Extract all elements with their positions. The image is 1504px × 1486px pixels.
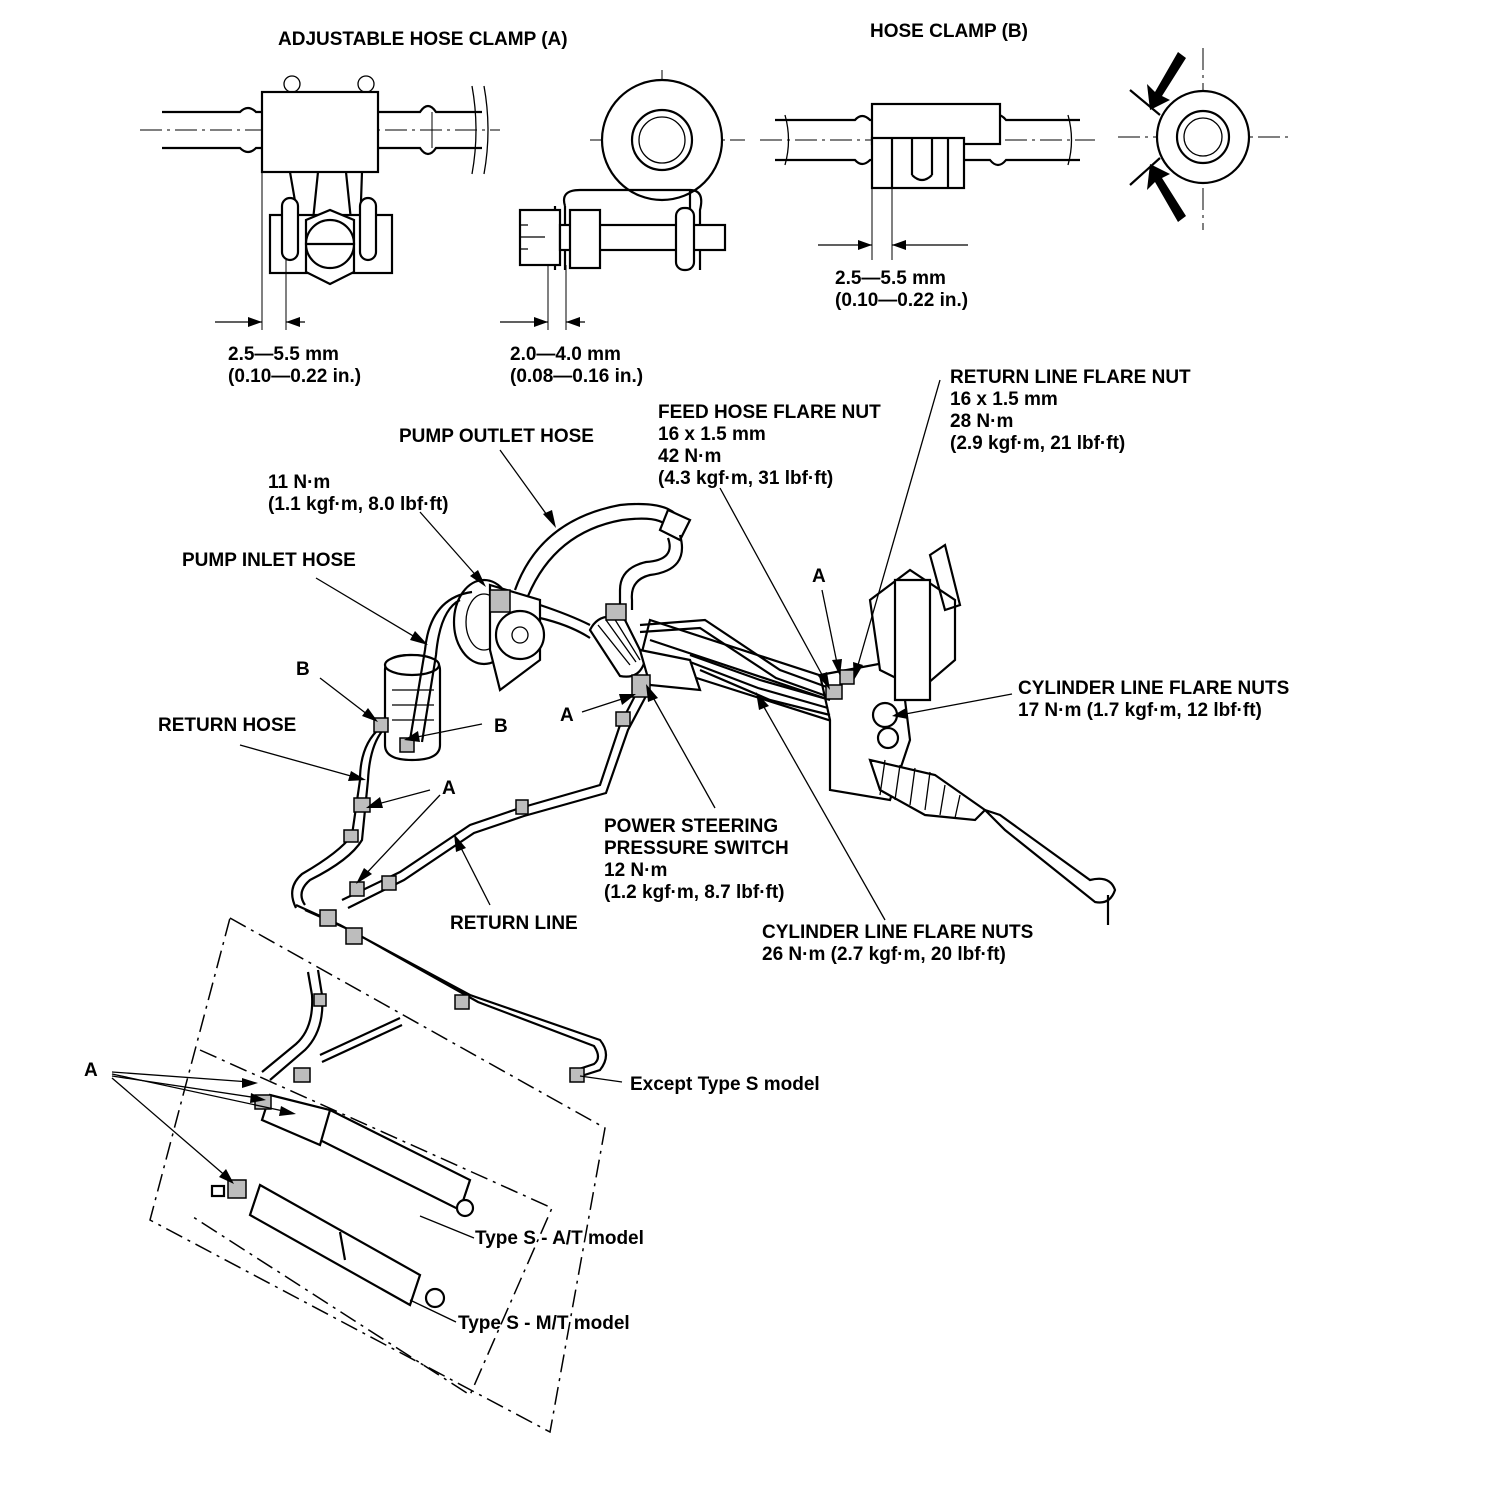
pinch-arrow-upper-icon: [1147, 52, 1186, 110]
cylinder-nuts-17-label: CYLINDER LINE FLARE NUTS 17 N·m (1.7 kgf…: [1018, 678, 1289, 721]
cooler-variants: [149, 916, 606, 1434]
callout-b-left: B: [296, 659, 310, 680]
pump-bolt-torque-alt: (1.1 kgf·m, 8.0 lbf·ft): [268, 494, 449, 515]
clamp-a-title: ADJUSTABLE HOSE CLAMP (A): [278, 29, 568, 50]
except-type-s-label: Except Type S model: [630, 1074, 820, 1095]
callout-a-switch: A: [560, 705, 574, 726]
type-s-mt-label: Type S - M/T model: [458, 1313, 630, 1334]
pump-inlet-hose-label: PUMP INLET HOSE: [182, 550, 356, 571]
cylinder-nuts-26-torque: 26 N·m (2.7 kgf·m, 20 lbf·ft): [762, 944, 1006, 965]
return-line-flare-nut-size: 16 x 1.5 mm: [950, 389, 1058, 410]
callout-a-rack: A: [812, 566, 826, 587]
hose-clamp-b-figure: HOSE CLAMP (B) 2.5—5.5 mm (0.10—0.22 in.…: [760, 21, 1290, 311]
pump-outlet-hose-label: PUMP OUTLET HOSE: [399, 426, 594, 447]
return-line-label: RETURN LINE: [450, 913, 578, 934]
steering-rack: [539, 543, 1117, 925]
return-line-flare-nut-torque: 28 N·m: [950, 411, 1013, 432]
ps-switch-label: POWER STEERING PRESSURE SWITCH 12 N·m (1…: [604, 816, 789, 903]
clamp-a-dim2-in: (0.08—0.16 in.): [510, 366, 643, 387]
leader-lines: [111, 379, 1013, 1323]
return-line-flare-nut-torque-alt: (2.9 kgf·m, 21 lbf·ft): [950, 433, 1125, 454]
reservoir: [383, 653, 442, 762]
feed-hose-flare-nut-torque: 42 N·m: [658, 446, 721, 467]
ps-switch-line1: POWER STEERING: [604, 816, 778, 837]
feed-hose-flare-nut-name: FEED HOSE FLARE NUT: [658, 402, 881, 423]
ps-switch-torque: 12 N·m: [604, 860, 667, 881]
clamp-b-dim-mm: 2.5—5.5 mm: [835, 268, 946, 289]
pump-bolt-torque: 11 N·m: [268, 472, 330, 493]
clamp-a-dim1-mm: 2.5—5.5 mm: [228, 344, 339, 365]
cylinder-nuts-17-torque: 17 N·m (1.7 kgf·m, 12 lbf·ft): [1018, 700, 1262, 721]
clamp-a-dim2-mm: 2.0—4.0 mm: [510, 344, 621, 365]
feed-hose-flare-nut-torque-alt: (4.3 kgf·m, 31 lbf·ft): [658, 468, 833, 489]
cylinder-nuts-26-label: CYLINDER LINE FLARE NUTS 26 N·m (2.7 kgf…: [762, 922, 1033, 965]
return-line-flare-nut-label: RETURN LINE FLARE NUT 16 x 1.5 mm 28 N·m…: [950, 367, 1191, 454]
ps-switch-line2: PRESSURE SWITCH: [604, 838, 789, 859]
ps-switch-torque-alt: (1.2 kgf·m, 8.7 lbf·ft): [604, 882, 785, 903]
clamp-b-dim-in: (0.10—0.22 in.): [835, 290, 968, 311]
clamp-b-title: HOSE CLAMP (B): [870, 21, 1028, 42]
steering-assembly-figure: [111, 379, 1117, 1434]
cylinder-nuts-26-name: CYLINDER LINE FLARE NUTS: [762, 922, 1033, 943]
feed-hose-flare-nut-size: 16 x 1.5 mm: [658, 424, 766, 445]
callout-b-right: B: [494, 716, 508, 737]
cylinder-nuts-17-name: CYLINDER LINE FLARE NUTS: [1018, 678, 1289, 699]
clamp-a-dim1-in: (0.10—0.22 in.): [228, 366, 361, 387]
callout-a-return: A: [442, 778, 456, 799]
ps-switch: [631, 674, 651, 698]
return-line-flare-nut-name: RETURN LINE FLARE NUT: [950, 367, 1191, 388]
power-steering-pump: [452, 578, 546, 692]
type-s-at-label: Type S - A/T model: [475, 1228, 644, 1249]
feed-hose-flare-nut-label: FEED HOSE FLARE NUT 16 x 1.5 mm 42 N·m (…: [658, 402, 881, 489]
return-hose-label: RETURN HOSE: [158, 715, 296, 736]
adjustable-hose-clamp-a-figure: ADJUSTABLE HOSE CLAMP (A) 2.5—5.5 mm (0.…: [140, 29, 745, 387]
pinch-arrow-lower-icon: [1147, 164, 1186, 222]
callout-a-coolers: A: [84, 1060, 98, 1081]
